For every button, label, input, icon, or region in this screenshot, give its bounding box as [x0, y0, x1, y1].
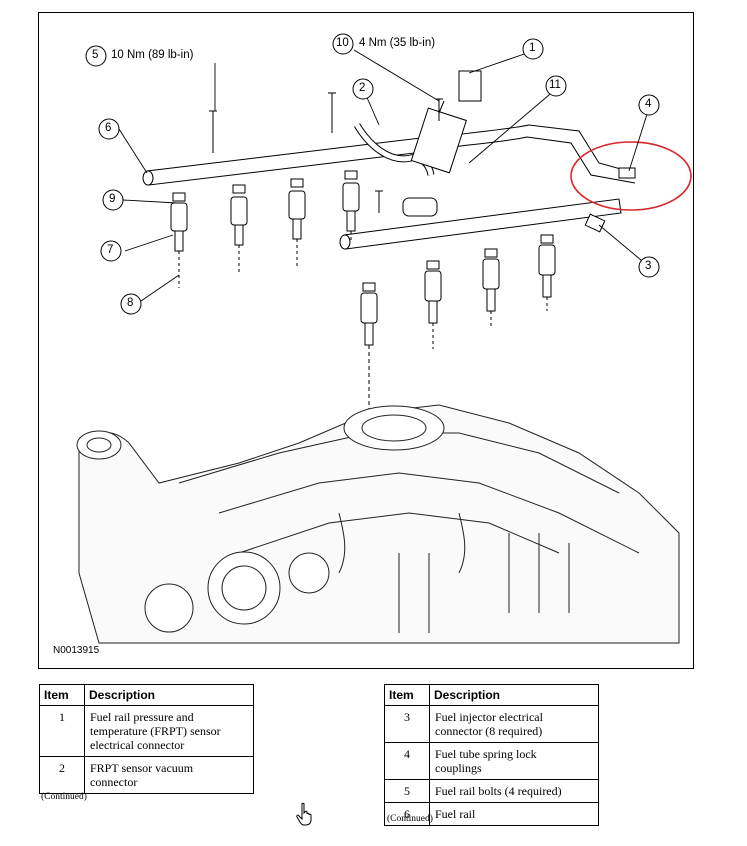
parts-table-right: Item Description 3 Fuel injector electri…: [384, 684, 599, 826]
continued-note-left: (Continued): [41, 792, 87, 802]
leader-lines: [118, 49, 650, 302]
description-line: Fuel rail bolts (4 required): [435, 784, 562, 798]
header-item: Item: [384, 684, 430, 706]
front-injectors: [360, 234, 556, 543]
description-line: Fuel rail pressure and: [90, 710, 194, 724]
item-number: 1: [39, 705, 85, 757]
table-row: 4 Fuel tube spring lock couplings: [384, 742, 599, 780]
hand-cursor-icon: [296, 802, 312, 826]
item-description: Fuel rail: [429, 802, 599, 826]
table-row: 6 Fuel rail: [384, 802, 599, 826]
callout-11: 11: [549, 79, 561, 91]
parts-table-left: Item Description 1 Fuel rail pressure an…: [39, 684, 254, 794]
item-number: 5: [384, 779, 430, 803]
callout-6: 6: [105, 122, 112, 134]
spring-lock-coupling: [618, 167, 636, 179]
item-description: Fuel rail pressure and temperature (FRPT…: [84, 705, 254, 757]
description-line: connector: [90, 775, 138, 789]
table-header-row: Item Description: [39, 684, 254, 706]
item-description: Fuel rail bolts (4 required): [429, 779, 599, 803]
description-line: connector (8 required): [435, 724, 543, 738]
callout-5: 5: [92, 49, 99, 61]
table-header-row: Item Description: [384, 684, 599, 706]
item-description: Fuel tube spring lock couplings: [429, 742, 599, 780]
callout-1: 1: [529, 42, 536, 54]
table-row: 3 Fuel injector electrical connector (8 …: [384, 705, 599, 743]
item-description: FRPT sensor vacuum connector: [84, 756, 254, 794]
description-line: temperature (FRPT) sensor: [90, 724, 221, 738]
description-line: FRPT sensor vacuum: [90, 761, 194, 775]
exploded-view-figure: 5 10 Nm (89 lb-in) 10 4 Nm (35 lb-in) 1 …: [38, 12, 694, 669]
torque-spec-10: 4 Nm (35 lb-in): [359, 37, 436, 49]
callout-8: 8: [127, 297, 134, 309]
description-line: electrical connector: [90, 738, 185, 752]
description-line: Fuel injector electrical: [435, 710, 543, 724]
engine-assembly: [76, 404, 680, 644]
item-description: Fuel injector electrical connector (8 re…: [429, 705, 599, 743]
item-number: 4: [384, 742, 430, 780]
table-row: 1 Fuel rail pressure and temperature (FR…: [39, 705, 254, 757]
frpt-sensor: [402, 70, 482, 217]
header-description: Description: [429, 684, 599, 706]
item-number: 2: [39, 756, 85, 794]
highlight-ellipse: [570, 141, 692, 211]
callout-9: 9: [109, 193, 116, 205]
callout-3: 3: [645, 260, 652, 272]
callout-10: 10: [336, 37, 349, 49]
fuel-rail-illustration: [76, 33, 692, 644]
item-number: 3: [384, 705, 430, 743]
description-line: Fuel rail: [435, 807, 476, 821]
figure-id: N0013915: [53, 645, 100, 656]
description-line: Fuel tube spring lock: [435, 747, 537, 761]
continued-note-right: (Continued): [387, 814, 433, 824]
callout-2: 2: [359, 82, 366, 94]
table-row: 2 FRPT sensor vacuum connector: [39, 756, 254, 794]
callout-7: 7: [107, 244, 114, 256]
torque-spec-5: 10 Nm (89 lb-in): [111, 49, 194, 61]
item-number: 6: [384, 802, 430, 826]
header-item: Item: [39, 684, 85, 706]
callout-bubbles: [85, 33, 660, 315]
description-line: couplings: [435, 761, 482, 775]
callout-4: 4: [645, 98, 652, 110]
header-description: Description: [84, 684, 254, 706]
table-row: 5 Fuel rail bolts (4 required): [384, 779, 599, 803]
rear-injectors: [170, 170, 360, 288]
fuel-rail-bolts: [209, 92, 443, 213]
front-fuel-rail: [339, 198, 622, 250]
injector-connector: [584, 213, 606, 233]
